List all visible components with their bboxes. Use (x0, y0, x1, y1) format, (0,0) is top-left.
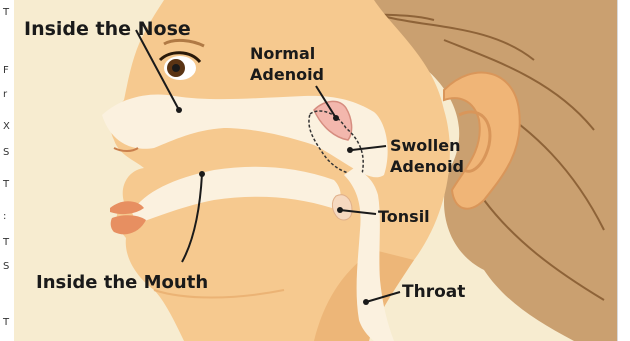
label-inside-nose: Inside the Nose (24, 18, 191, 40)
page-margin: T F r X S T : T S T (0, 0, 14, 341)
margin-char: T (3, 238, 9, 248)
anatomy-illustration: Inside the Nose Normal Adenoid Swollen A… (14, 0, 617, 341)
margin-char: T (3, 180, 9, 190)
label-tonsil: Tonsil (378, 207, 430, 226)
label-inside-mouth: Inside the Mouth (36, 272, 208, 293)
margin-char: S (3, 148, 9, 158)
page-right-margin (617, 0, 630, 341)
margin-char: r (3, 90, 7, 100)
leader-dot (363, 299, 369, 305)
margin-char: F (3, 66, 9, 76)
eye-pupil (172, 64, 180, 72)
leader-dot (199, 171, 205, 177)
margin-char: T (3, 8, 9, 18)
label-swollen-adenoid-line1: Swollen (390, 136, 461, 155)
label-swollen-adenoid-line2: Adenoid (390, 157, 464, 176)
leader-dot (176, 107, 182, 113)
margin-char: : (3, 212, 6, 222)
leader-dot (337, 207, 343, 213)
margin-char: X (3, 122, 10, 132)
margin-char: S (3, 262, 9, 272)
anatomy-svg: Inside the Nose Normal Adenoid Swollen A… (14, 0, 617, 341)
margin-char: T (3, 318, 9, 328)
label-normal-adenoid-line1: Normal (250, 44, 315, 63)
label-normal-adenoid-line2: Adenoid (250, 65, 324, 84)
leader-dot (333, 115, 339, 121)
label-throat: Throat (402, 282, 465, 302)
leader-dot (347, 147, 353, 153)
